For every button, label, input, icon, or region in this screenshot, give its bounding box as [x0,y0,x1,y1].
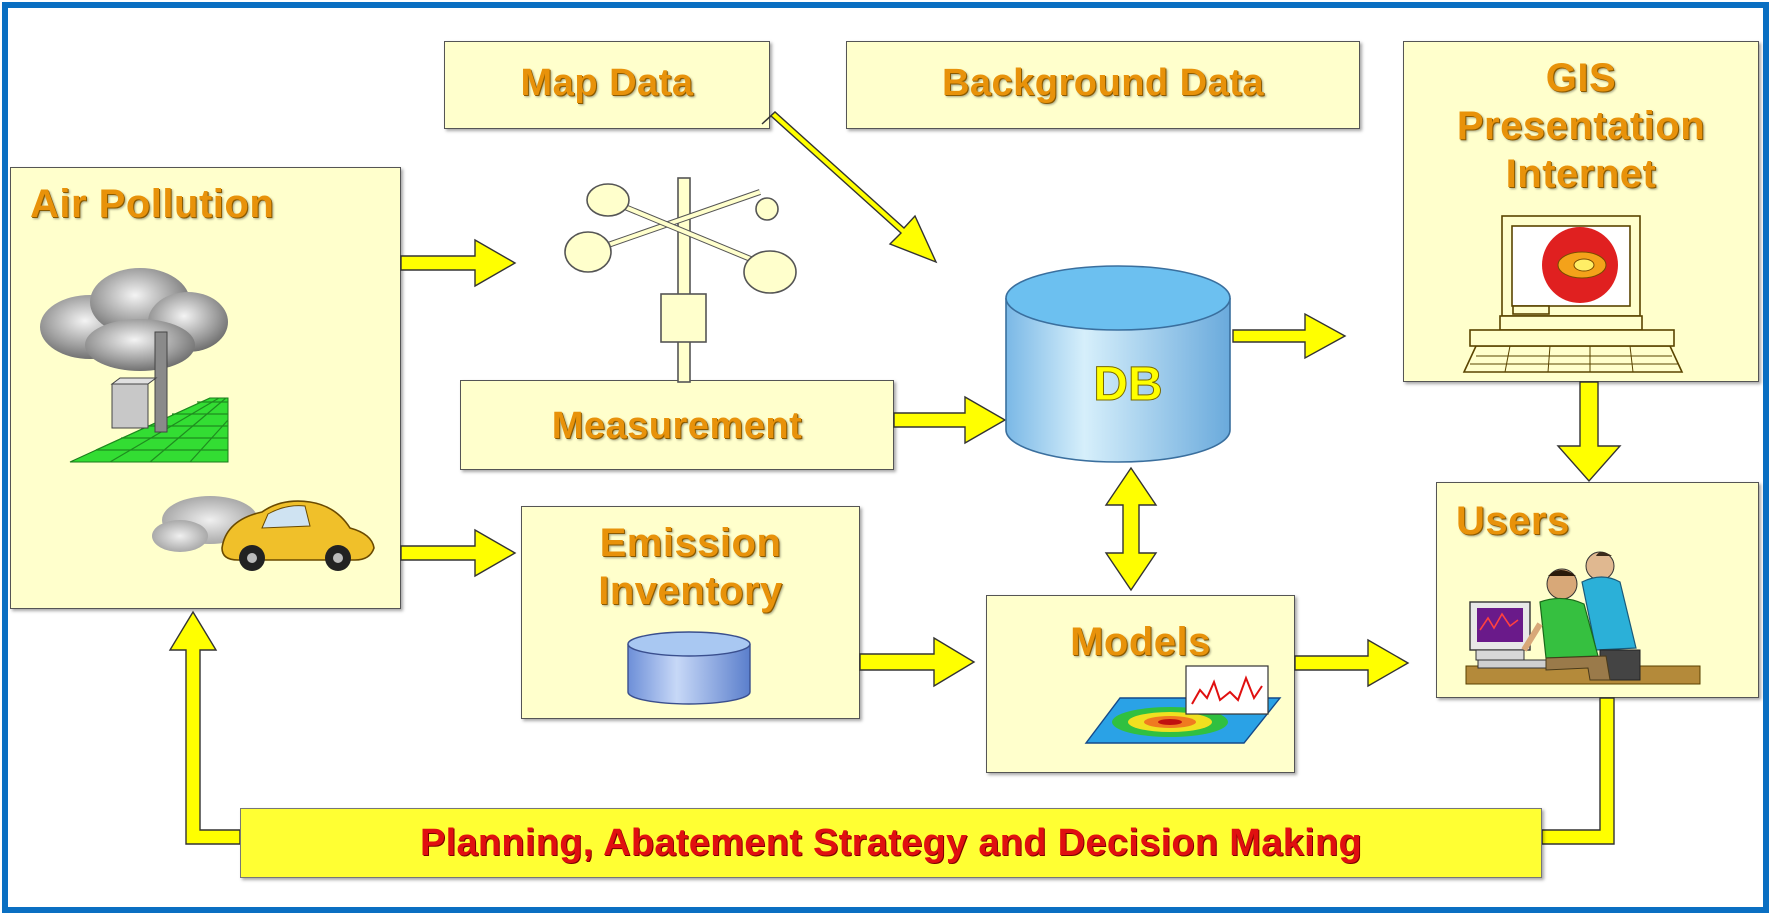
banner-label: Planning, Abatement Strategy and Decisio… [419,821,1363,864]
arrow-models-to-users [1294,638,1410,688]
computer-monitor-icon [1462,215,1684,373]
map-data-box: Map Data [444,41,770,129]
measurement-box: Measurement [460,380,894,470]
arrow-db-to-gis [1232,312,1347,360]
map-data-label: Map Data [520,62,694,104]
model-plot-icon [1084,665,1282,744]
decision-making-banner: Planning, Abatement Strategy and Decisio… [240,808,1542,878]
car-exhaust-icon [152,496,375,571]
arrow-measurement-to-db [893,395,1007,445]
gis-label-line3: Internet [1505,152,1657,196]
emission-label-line2: Inventory [598,569,783,613]
models-label: Models [1070,620,1211,664]
factory-smoke-icon [40,268,229,463]
gis-label-line2: Presentation [1456,104,1706,148]
anemometer-icon [564,177,797,383]
arrow-emission-to-models [859,636,976,688]
arrow-users-to-banner [1541,697,1615,845]
measurement-label: Measurement [551,405,803,447]
database-icon [1005,265,1231,463]
emission-label-line1: Emission [599,521,782,565]
arrow-gis-to-users [1556,381,1622,483]
gis-label-line1: GIS [1545,56,1617,100]
arrow-db-models-bidirectional [1104,466,1158,592]
arrow-air-to-emission [400,528,517,578]
gis-presentation-box: GIS Presentation Internet [1403,41,1759,382]
users-at-computer-icon [1465,551,1701,685]
emission-database-icon [627,631,751,705]
arrow-banner-to-air-pollution [168,610,241,845]
background-data-label: Background Data [941,62,1265,104]
air-pollution-label: Air Pollution [30,182,275,226]
db-label: DB [1093,358,1162,411]
background-data-box: Background Data [846,41,1360,129]
arrow-air-to-measurement [400,238,517,288]
arrow-mapdata-to-db [761,111,938,264]
users-label: Users [1456,499,1570,543]
